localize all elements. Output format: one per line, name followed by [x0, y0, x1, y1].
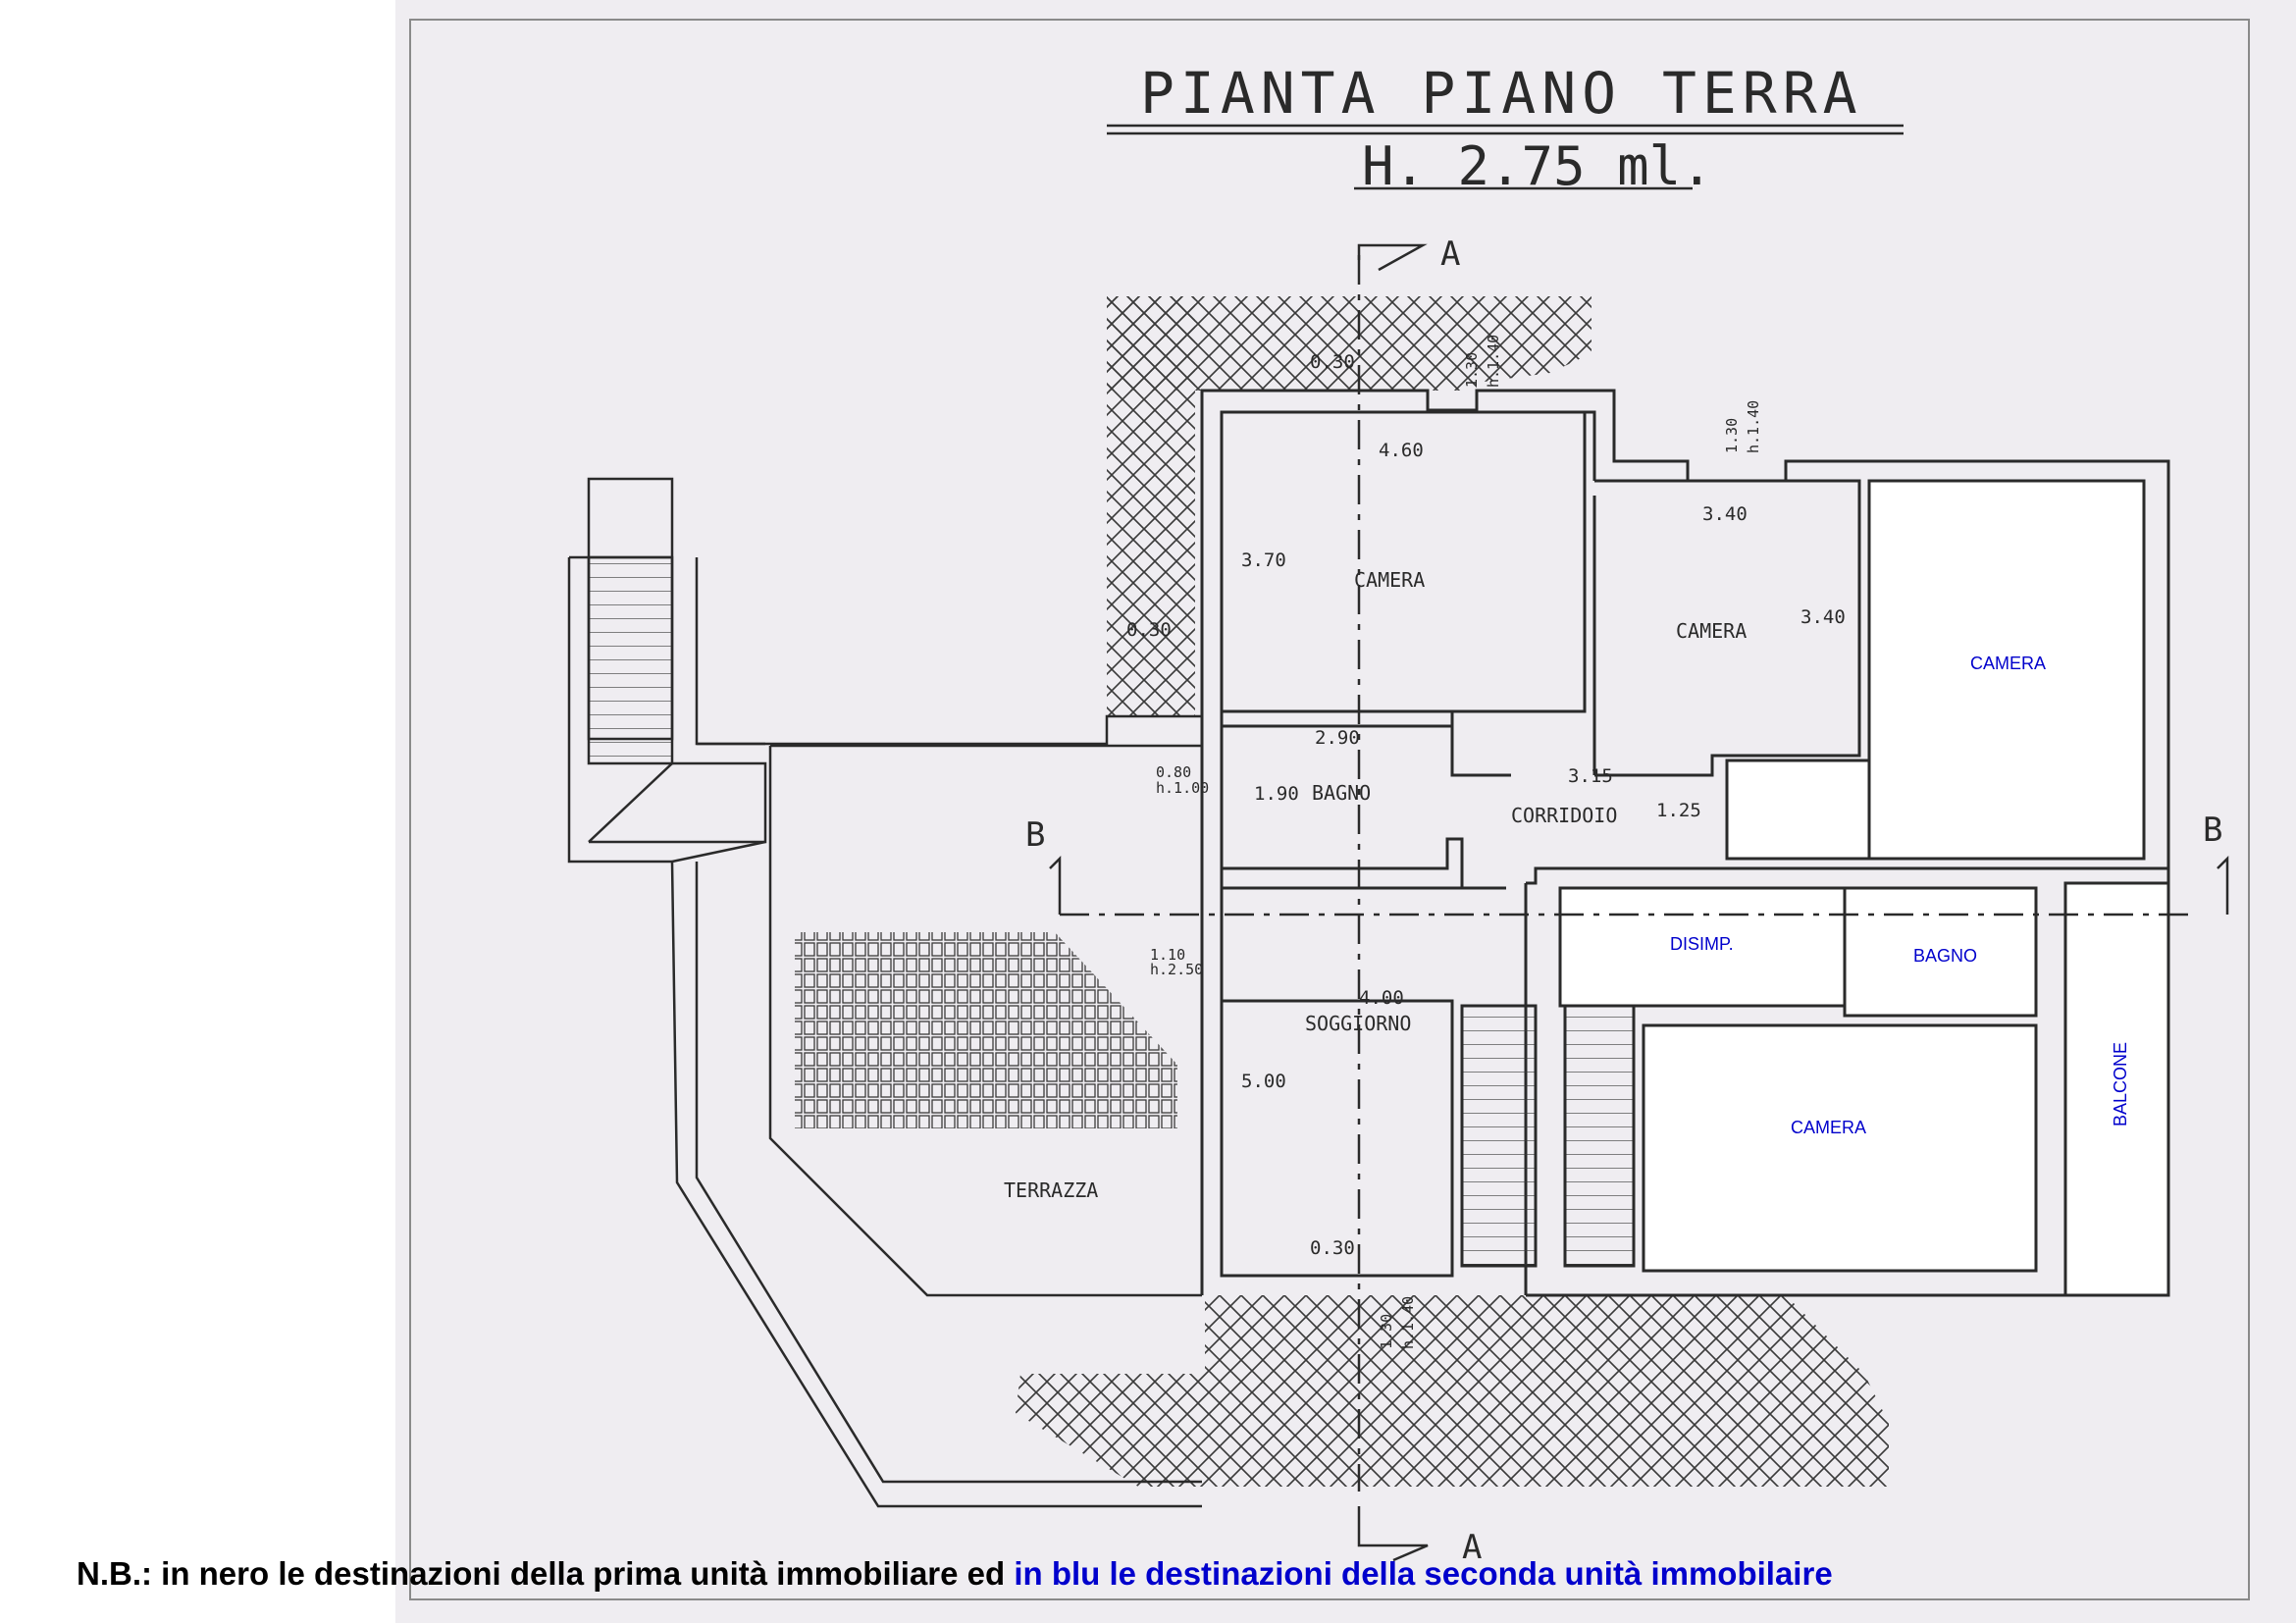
section-a-top: A: [1440, 235, 1460, 274]
room-camera-mid: CAMERA: [1676, 619, 1747, 643]
room-camera-top: CAMERA: [1354, 568, 1425, 592]
unit2-stair: [1563, 1004, 1636, 1268]
labels: PIANTA PIANO TERRA H. 2.75 ml. A A B B C…: [1004, 60, 2222, 1567]
u2-camera-bottom: CAMERA: [1791, 1118, 1866, 1137]
win-sogg-a: 1.10: [1150, 946, 1185, 964]
title-rules: [1107, 124, 1904, 190]
dim-315: 3.15: [1568, 765, 1613, 787]
legend-note: N.B.: in nero le destinazioni della prim…: [77, 1555, 1833, 1593]
dim-030-top: 0.30: [1310, 351, 1355, 373]
section-lines: [1060, 255, 2198, 1492]
u2-balcone: BALCONE: [2111, 1042, 2130, 1126]
section-b-right: B: [2203, 811, 2222, 850]
dim-290: 2.90: [1315, 727, 1360, 749]
dim-190: 1.90: [1254, 783, 1299, 805]
unit2-camera-right: [1867, 479, 2146, 861]
unit2-labels: CAMERA DISIMP. BAGNO CAMERA BALCONE: [1670, 654, 2130, 1137]
dim-370: 3.70: [1241, 550, 1286, 571]
terrace-tiles: [795, 932, 1177, 1128]
unit2-disimp: [1558, 886, 1847, 1008]
walls-unit1: [1200, 389, 2170, 1295]
win-sogg-b: h.2.50: [1150, 961, 1203, 978]
dim-340-w: 3.40: [1702, 503, 1748, 525]
win-top-a: 1.30: [1463, 352, 1481, 388]
dim-500: 5.00: [1241, 1071, 1286, 1092]
section-a-bottom: A: [1462, 1528, 1482, 1567]
unit2-block: [1526, 479, 2170, 1297]
dim-030-bottom: 0.30: [1310, 1237, 1355, 1259]
unit2-balcone: [2063, 881, 2170, 1297]
u2-camera-right: CAMERA: [1970, 654, 2046, 673]
unit2-camera-bottom: [1642, 1023, 2038, 1273]
dim-340-h: 3.40: [1800, 606, 1846, 628]
dim-125: 1.25: [1656, 800, 1701, 821]
win-bagno-b: h.1.00: [1156, 779, 1209, 797]
room-corridoio: CORRIDOIO: [1511, 804, 1617, 827]
room-soggiorno: SOGGIORNO: [1305, 1012, 1411, 1035]
note-black: N.B.: in nero le destinazioni della prim…: [77, 1555, 1015, 1592]
win-bagno-a: 0.80: [1156, 763, 1191, 781]
room-bagno: BAGNO: [1312, 781, 1371, 805]
win-mid-a: 1.30: [1723, 418, 1741, 453]
sheet-border: [409, 19, 2250, 1600]
u2-bagno: BAGNO: [1913, 946, 1977, 966]
win-bot-a: 1.30: [1378, 1314, 1395, 1349]
room-terrazza: TERRAZZA: [1004, 1178, 1098, 1202]
win-bot-b: h.1.40: [1399, 1296, 1417, 1349]
external-stair: [567, 477, 767, 864]
dim-400: 4.00: [1359, 987, 1404, 1009]
height-label: H. 2.75 ml.: [1362, 135, 1713, 197]
plan-title: PIANTA PIANO TERRA: [1140, 60, 1863, 127]
dim-030-left: 0.30: [1126, 619, 1172, 641]
unit2-bagno: [1843, 886, 2038, 1018]
hatch-top: [1107, 296, 1592, 391]
note-blue: in blu le destinazioni della seconda uni…: [1014, 1555, 1833, 1592]
win-mid-b: h.1.40: [1745, 400, 1762, 453]
win-top-b: h.1.40: [1485, 335, 1502, 388]
hatch-left: [1107, 296, 1195, 716]
u2-disimp: DISIMP.: [1670, 934, 1734, 954]
dim-460: 4.60: [1379, 440, 1424, 461]
terrace-outline: [670, 714, 1202, 1508]
ground-hatch: [1016, 296, 1889, 1487]
section-markers: [1049, 243, 2229, 1562]
hatch-bottom: [1016, 1295, 1889, 1487]
section-b-left: B: [1025, 815, 1045, 855]
unit2-camera-right-ext: [1725, 759, 1871, 861]
